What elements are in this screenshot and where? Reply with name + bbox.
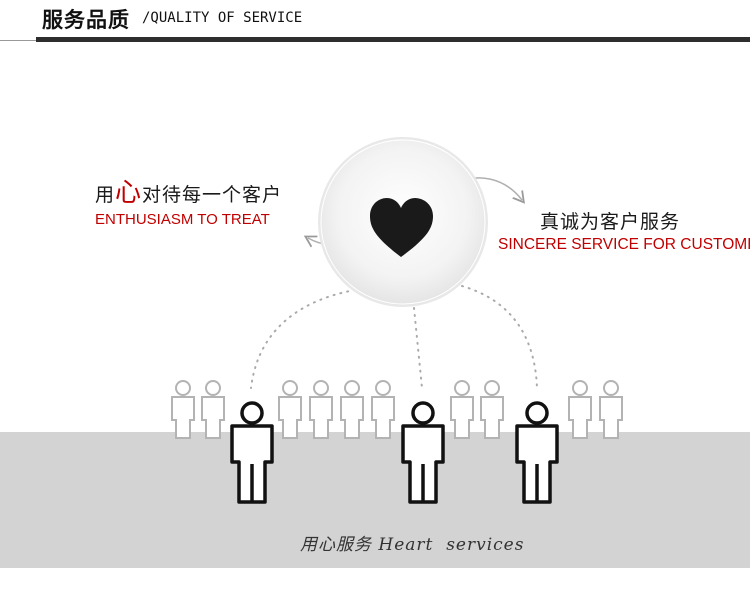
dotted-link-left xyxy=(250,289,356,389)
left-slogan-cn-suffix: 对待每一个客户 xyxy=(142,184,283,206)
person-small-4 xyxy=(309,380,333,439)
left-slogan-cn-prefix: 用 xyxy=(95,184,116,206)
person-small-2 xyxy=(201,380,225,439)
person-large-2 xyxy=(401,401,445,504)
right-slogan: 真诚为客户服务 xyxy=(540,207,680,234)
page-header: 服务品质 /QUALITY OF SERVICE xyxy=(0,0,750,46)
person-small-1 xyxy=(171,380,195,439)
person-small-6 xyxy=(371,380,395,439)
left-slogan-cn: 用心对待每一个客户 xyxy=(95,172,282,209)
dotted-link-right xyxy=(461,285,538,389)
caption-en: Heart services xyxy=(378,535,525,555)
header-divider-thick xyxy=(36,37,750,42)
person-small-7 xyxy=(450,380,474,439)
left-slogan-cn-highlight: 心 xyxy=(115,178,143,208)
right-slogan-cn: 真诚为客户服务 xyxy=(540,211,681,233)
caption-cn: 用心服务 xyxy=(300,535,372,555)
person-small-9 xyxy=(568,380,592,439)
person-small-10 xyxy=(599,380,623,439)
crowd-small xyxy=(171,380,623,439)
crowd-large xyxy=(230,401,559,504)
right-slogan-en: SINCERE SERVICE FOR CUSTOMERS xyxy=(498,236,750,253)
bottom-caption: 用心服务 Heart services xyxy=(300,530,524,555)
person-small-8 xyxy=(480,380,504,439)
person-large-1 xyxy=(230,401,274,504)
person-small-5 xyxy=(340,380,364,439)
left-slogan-en: ENTHUSIASM TO TREAT xyxy=(95,211,270,228)
dotted-link-center xyxy=(413,307,423,389)
left-slogan: 用心对待每一个客户 ENTHUSIASM TO TREAT xyxy=(95,172,282,228)
right-slogan-en-clip: SINCERE SERVICE FOR CUSTOMERS xyxy=(498,236,750,254)
section-title-en: /QUALITY OF SERVICE xyxy=(142,10,303,26)
floor-band xyxy=(0,432,750,568)
heart-icon xyxy=(370,198,433,257)
section-title-cn: 服务品质 xyxy=(42,8,130,32)
person-large-3 xyxy=(515,401,559,504)
person-small-3 xyxy=(278,380,302,439)
